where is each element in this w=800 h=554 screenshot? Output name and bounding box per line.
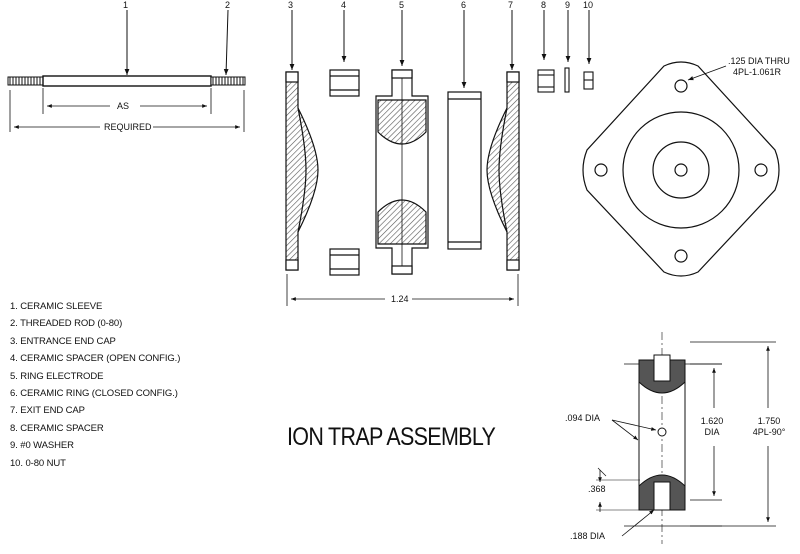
legend-item: 5. RING ELECTRODE [10, 370, 104, 382]
dim-outer-dia-value: 1.750 [757, 416, 781, 426]
ceramic-spacer-open-icon [329, 10, 360, 276]
part-number-4: 4 [341, 0, 347, 10]
page-title: ION TRAP ASSEMBLY [287, 423, 496, 451]
part-number-1: 1 [123, 0, 129, 10]
legend-item: 8. CERAMIC SPACER [10, 422, 104, 434]
part-number-7: 7 [508, 0, 514, 10]
entrance-end-cap-icon [285, 10, 319, 271]
parts-legend: 1. CERAMIC SLEEVE 2. THREADED ROD (0-80)… [10, 298, 180, 472]
leader-2 [223, 9, 229, 76]
section-view [596, 332, 776, 544]
small-hardware [537, 10, 594, 93]
ceramic-sleeve-rod-view [7, 9, 246, 132]
ceramic-spacer-icon [537, 69, 555, 93]
part-number-3: 3 [288, 0, 294, 10]
dim-inner-dia-unit: DIA [704, 427, 720, 437]
hole-note-line-1: .125 DIA THRU [728, 56, 790, 66]
legend-item: 4. CERAMIC SPACER (OPEN CONFIG.) [10, 353, 181, 365]
legend-item: 6. CERAMIC RING (CLOSED CONFIG.) [10, 388, 178, 400]
dim-as: AS [117, 101, 130, 111]
part-number-5: 5 [399, 0, 405, 10]
ceramic-ring-closed-icon [447, 10, 482, 250]
legend-item: 2. THREADED ROD (0-80) [10, 318, 123, 330]
legend-item: 7. EXIT END CAP [10, 405, 85, 417]
legend-item: 1. CERAMIC SLEEVE [10, 301, 103, 312]
dim-outer-dia-note: 4PL-90° [752, 427, 786, 437]
threaded-rod-right-icon [210, 76, 246, 86]
stack-length-dimension [286, 274, 519, 306]
dim-depth: .368 [588, 484, 606, 494]
part-number-9: 9 [565, 0, 571, 10]
dim-bore: .188 DIA [570, 531, 606, 541]
dim-small-hole: .094 DIA [565, 413, 601, 423]
ring-electrode-icon [375, 10, 429, 275]
part-number-8: 8 [541, 0, 547, 10]
washer-icon [564, 67, 570, 93]
part-number-2: 2 [225, 0, 231, 10]
ceramic-sleeve-icon [42, 75, 212, 87]
exit-end-cap-icon [486, 10, 520, 271]
dim-inner-dia-value: 1.620 [700, 416, 724, 426]
legend-item: 3. ENTRANCE END CAP [10, 335, 116, 347]
legend-item: 10. 0-80 NUT [10, 457, 66, 469]
end-view-plate-icon [582, 61, 780, 277]
threaded-rod-left-icon [7, 76, 44, 86]
dim-required: REQUIRED [104, 122, 152, 132]
hole-note-line-2: 4PL-1.061R [733, 67, 782, 77]
part-number-10: 10 [583, 0, 594, 10]
part-number-6: 6 [461, 0, 467, 10]
legend-item: 9. #0 WASHER [10, 440, 74, 452]
dim-stack-length: 1.24 [391, 294, 409, 304]
